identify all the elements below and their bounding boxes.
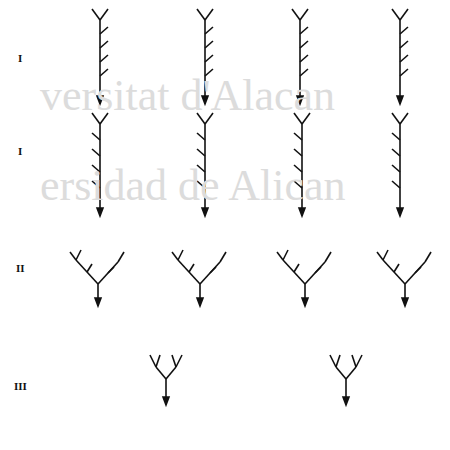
row-numeral: I [18, 52, 22, 64]
watermark: versitat d'Alacan [40, 70, 335, 121]
row-numeral: III [14, 380, 27, 392]
row-numeral: I [18, 145, 22, 157]
row-numeral: II [16, 262, 25, 274]
watermark: ersidad de Alican [40, 160, 345, 211]
